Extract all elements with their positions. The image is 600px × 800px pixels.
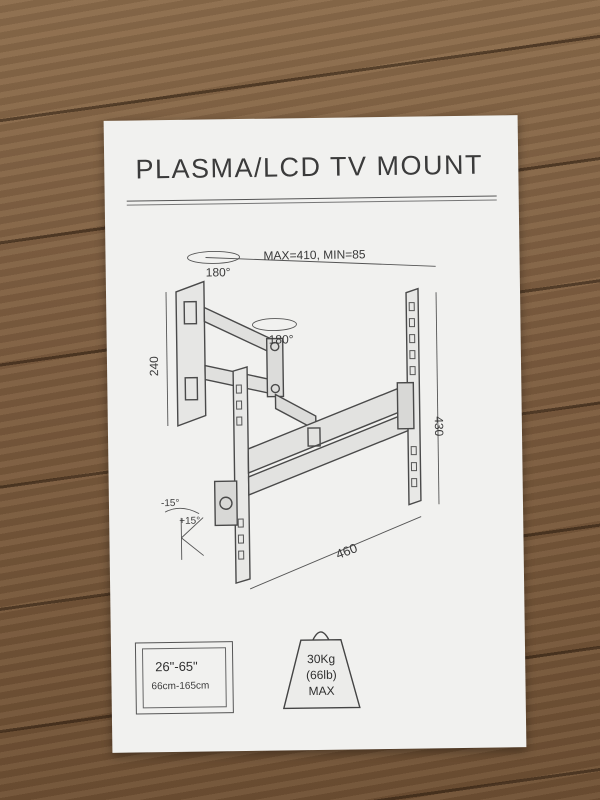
wall-plate-shape bbox=[175, 280, 207, 427]
swivel-top-label: 180° bbox=[205, 265, 231, 280]
weight-kg: 30Kg bbox=[307, 651, 336, 667]
weight-max: MAX bbox=[308, 683, 335, 699]
crossbar-clip bbox=[307, 427, 321, 447]
plate-height-label: 240 bbox=[146, 356, 162, 377]
bracket-height-label: 430 bbox=[431, 416, 447, 437]
elbow-pivot bbox=[265, 337, 285, 398]
screen-size-inches: 26"-65" bbox=[155, 658, 198, 675]
tilt-angle-lines bbox=[180, 517, 204, 560]
lower-crossbar bbox=[247, 411, 409, 496]
plate-height-line bbox=[165, 292, 169, 427]
weight-handle bbox=[312, 631, 330, 641]
extension-line bbox=[249, 516, 422, 590]
tilt-up-label: +15° bbox=[179, 515, 201, 527]
weight-shape bbox=[282, 638, 361, 710]
tilt-arc bbox=[164, 507, 200, 515]
instruction-sheet: PLASMA/LCD TV MOUNT bbox=[103, 115, 527, 753]
swivel-arc-mid bbox=[252, 318, 297, 332]
screen-size-box: 26"-65" 66cm-165cm bbox=[134, 641, 234, 715]
vesa-range-label: MAX=410, MIN=85 bbox=[263, 247, 366, 263]
wall-plate-slot-bottom bbox=[184, 376, 199, 401]
tilt-hinge bbox=[213, 480, 238, 527]
screen-size-centimeters: 66cm-165cm bbox=[151, 680, 210, 693]
right-hinge bbox=[396, 381, 415, 430]
swivel-arc-top bbox=[187, 250, 240, 264]
tv-mount-diagram bbox=[164, 250, 440, 710]
tilt-down-label: -15° bbox=[160, 497, 180, 510]
swivel-mid-label: 180° bbox=[268, 332, 294, 347]
wall-plate-slot-top bbox=[183, 300, 198, 325]
tilt-knob bbox=[219, 496, 233, 510]
vesa-dimension-line bbox=[205, 257, 436, 267]
screen-size-frame: 26"-65" 66cm-165cm bbox=[141, 647, 227, 709]
bracket-height-line bbox=[435, 292, 440, 505]
elbow-bolt-top bbox=[270, 341, 280, 352]
upper-arm-top bbox=[203, 306, 276, 356]
weight-lb: (66lb) bbox=[305, 667, 337, 683]
bracket-holes bbox=[235, 302, 418, 560]
elbow-bolt-bottom bbox=[270, 383, 281, 394]
